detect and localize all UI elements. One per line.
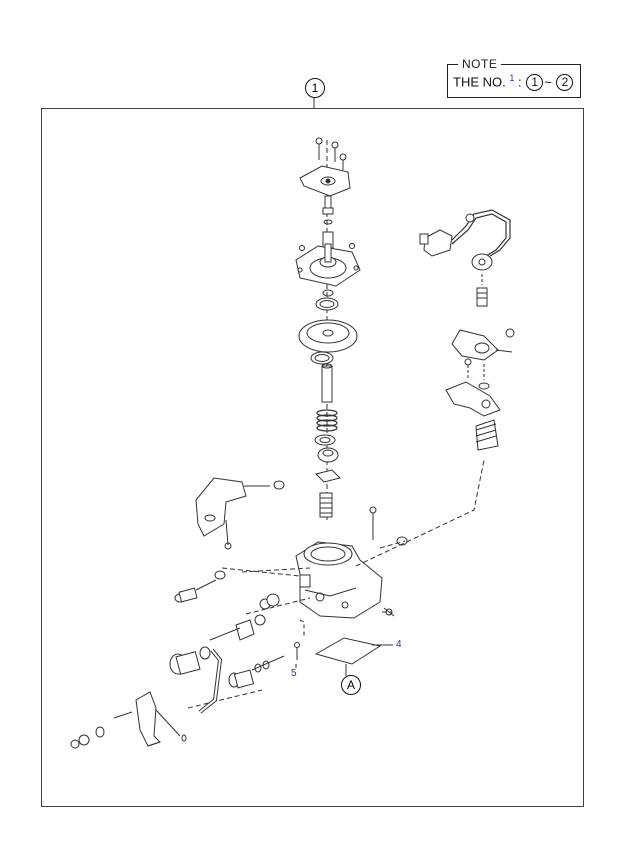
gasket [314,637,382,665]
note-tilde: ~ [544,74,552,90]
lever-assembly [445,328,515,451]
idle-screw [228,655,285,689]
shaft [321,365,333,403]
throttle-body [295,541,383,619]
diagram-frame [41,108,584,807]
lower-bracket [135,691,181,747]
note-colon: : [518,74,522,90]
note-superscript: 1 [509,73,515,83]
note-text: THE NO. 1 : 1~ 2 [453,73,574,92]
note-title: NOTE [458,57,502,71]
top-screws [315,137,347,170]
actuator [169,646,211,675]
left-small-parts [70,570,285,749]
note-prefix: THE NO. [453,74,506,90]
small-screw [294,642,300,660]
sensor-connector [419,209,511,307]
diaphragm-housing [295,243,361,287]
lower-spring [319,492,333,518]
small-ring [315,297,339,311]
large-diaphragm [298,319,358,353]
spring [316,409,338,432]
callout-part-4: 4 [396,639,402,650]
note-range-end: 2 [556,74,574,92]
left-bracket [195,477,285,550]
note-range-start: 1 [526,74,544,92]
top-bracket [299,165,351,197]
center-stack [295,137,361,520]
view-a-callout: A [341,675,361,695]
leader-lines [149,459,485,721]
assembly-callout: 1 [305,78,325,98]
callout-part-5: 5 [291,668,297,679]
note-box [447,64,581,98]
